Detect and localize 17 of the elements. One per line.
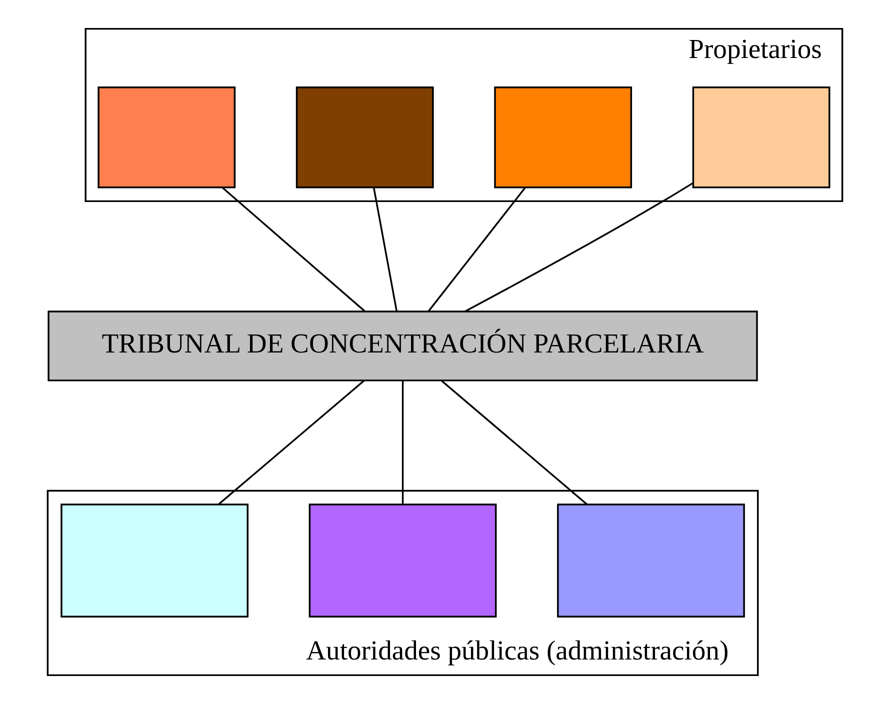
connector: [427, 187, 526, 312]
node-box: [60, 504, 248, 618]
node-box: [308, 504, 496, 618]
node-box: TRIBUNAL DE CONCENTRACIÓN PARCELARIA: [47, 310, 758, 382]
connector: [222, 187, 365, 312]
connector: [401, 380, 404, 504]
connector: [218, 380, 364, 505]
cluster: Autoridades públicas (administración): [46, 490, 758, 676]
node-box: [97, 86, 236, 188]
connector: [440, 380, 587, 505]
node-box: [692, 86, 830, 188]
node-box: [494, 86, 632, 188]
connector: [464, 182, 693, 312]
node-box: [556, 504, 744, 618]
node-box: [295, 86, 434, 188]
connector: [372, 188, 398, 312]
cluster: Propietarios: [84, 28, 843, 202]
